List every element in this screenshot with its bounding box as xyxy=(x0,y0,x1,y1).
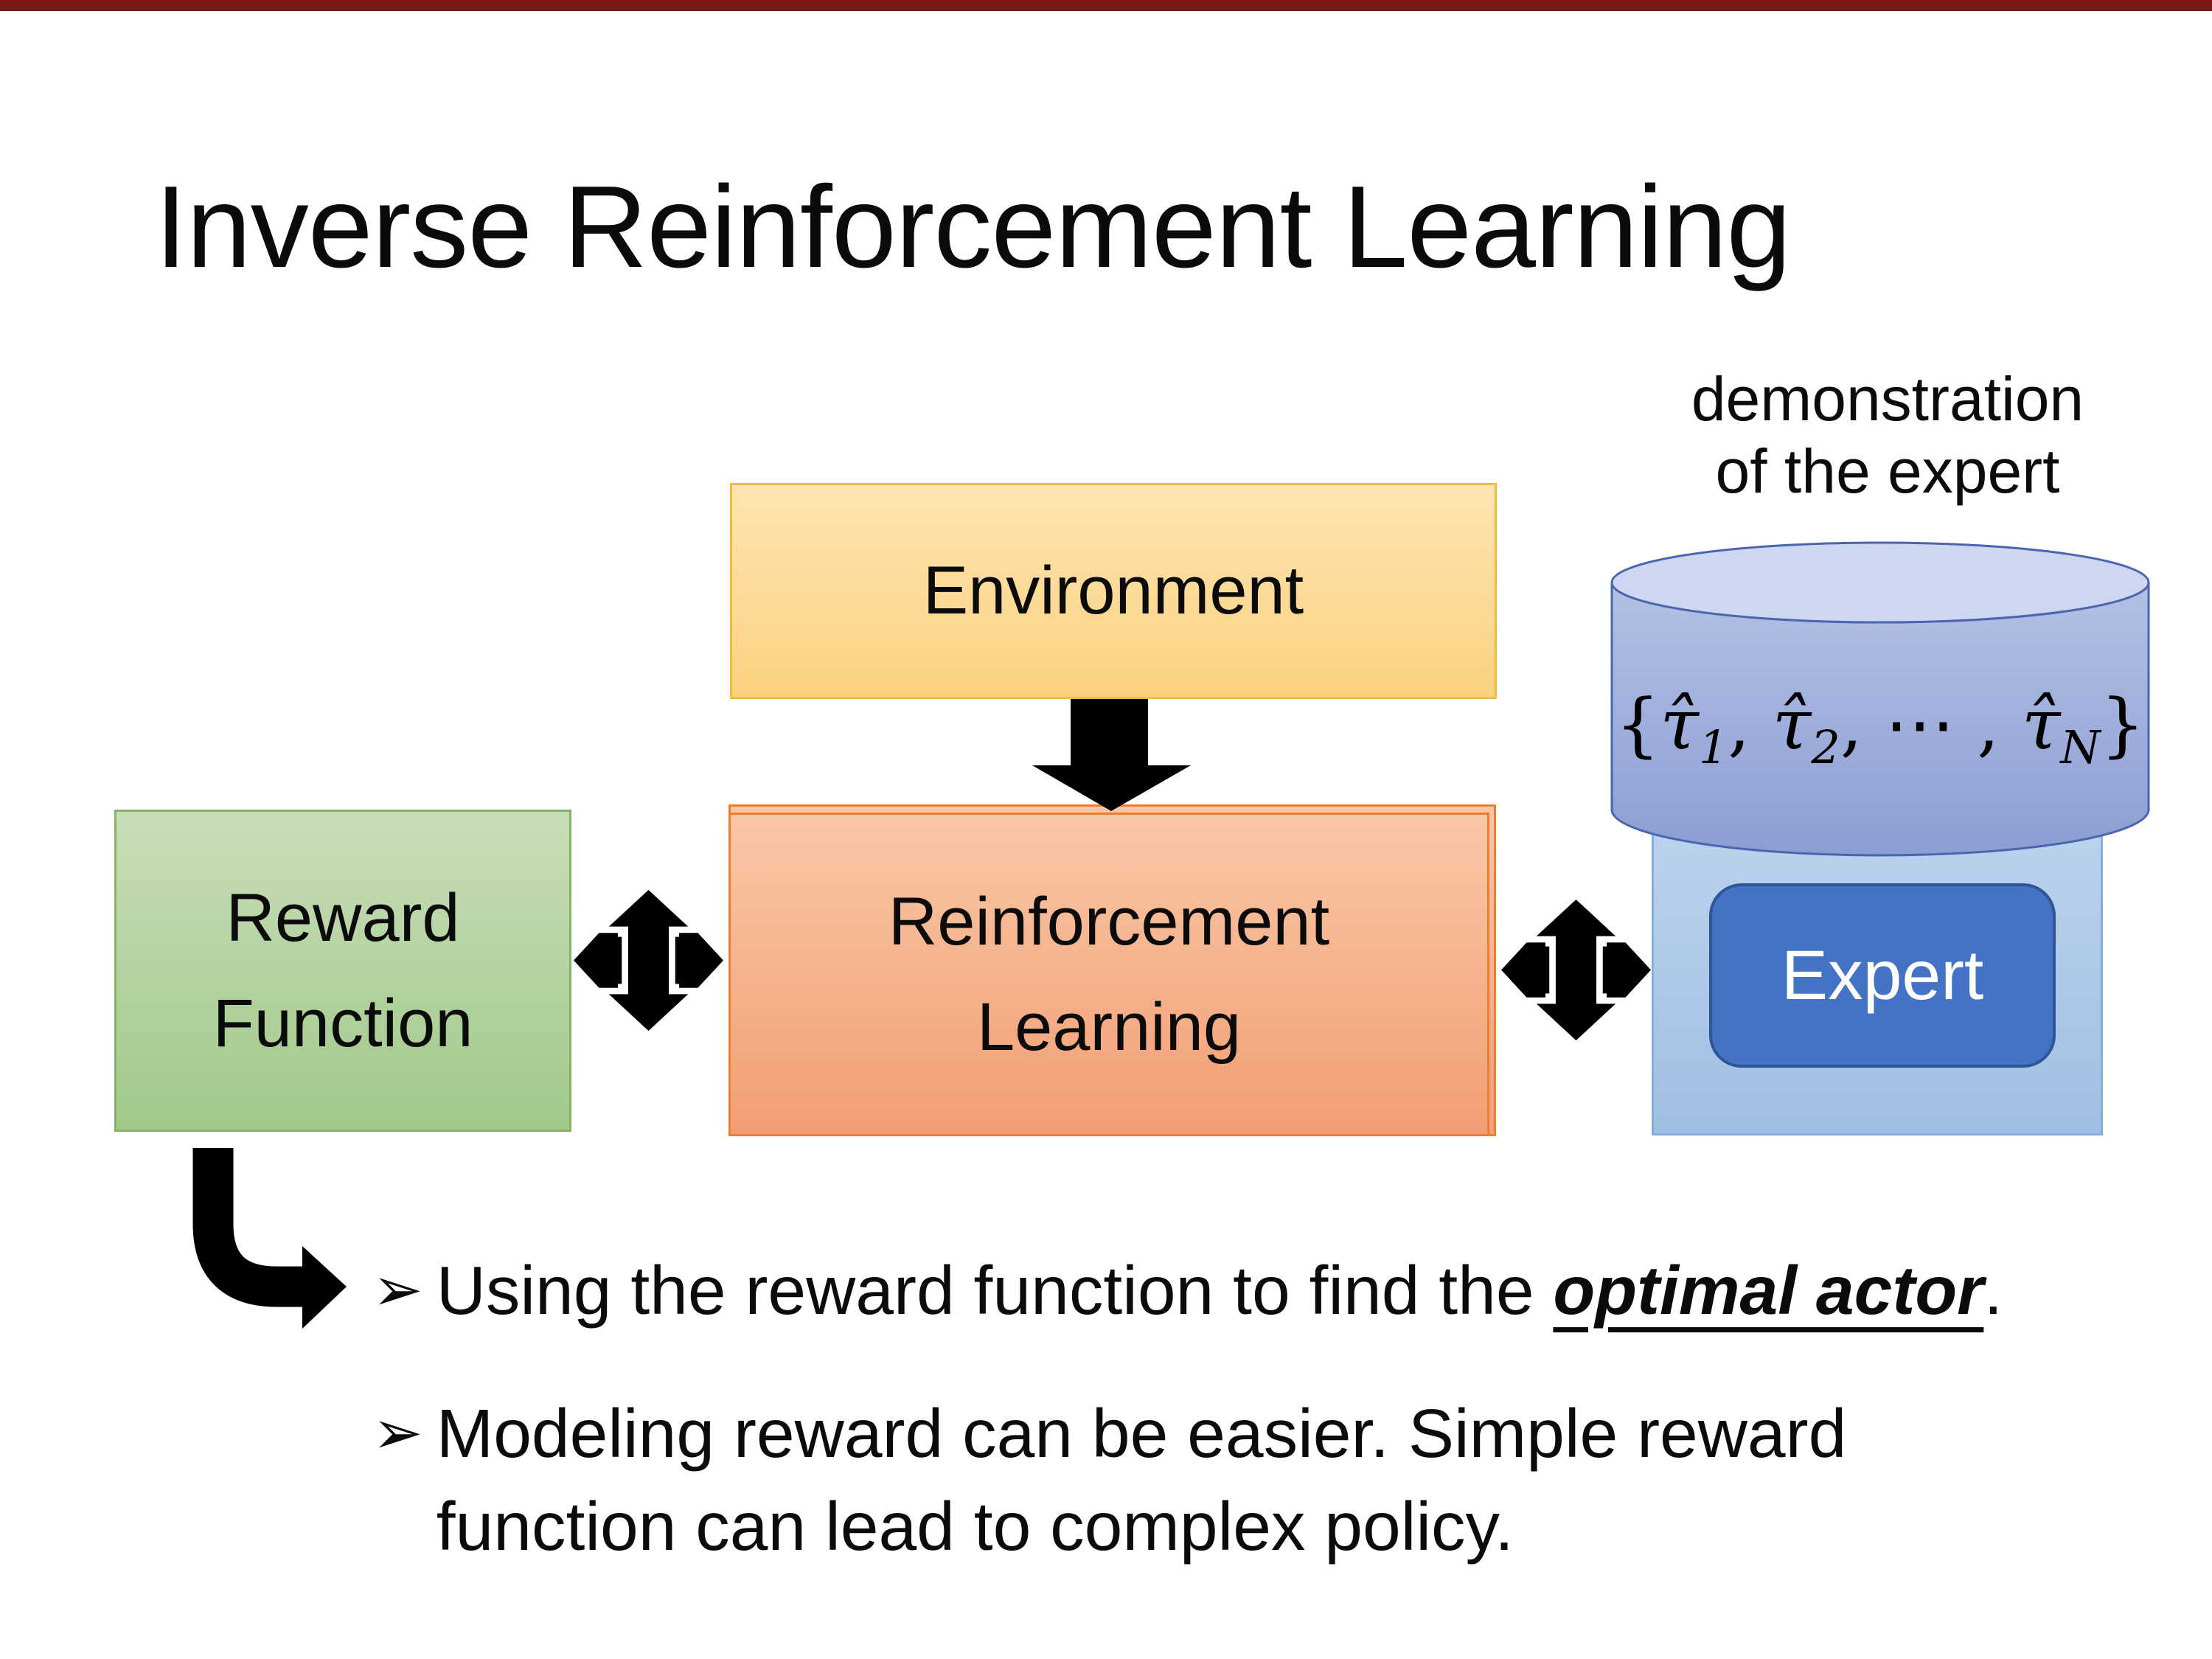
formula-subN: N xyxy=(2060,720,2101,774)
bullet-1-before: Using the reward function to find the xyxy=(436,1252,1554,1329)
top-red-bar xyxy=(0,0,2212,11)
expert-box: Expert xyxy=(1709,883,2056,1068)
formula-sub2: 2 xyxy=(1811,720,1840,774)
bent-arrow-icon xyxy=(192,1148,347,1329)
formula-tauN: τ̂ xyxy=(2021,684,2061,765)
environment-label: Environment xyxy=(922,553,1304,628)
bullet-item-1: ➢ Using the reward function to find the … xyxy=(372,1245,2142,1338)
bullet-2-line2: function can lead to complex policy. xyxy=(436,1487,1514,1565)
formula-open-brace: { xyxy=(1615,684,1660,765)
demonstration-cylinder-shape xyxy=(1610,541,2150,857)
reinforcement-learning-label-line2: Learning xyxy=(976,989,1242,1065)
expert-label: Expert xyxy=(1781,936,1984,1015)
double-arrow-left-icon xyxy=(574,885,723,1036)
reward-function-box: Reward Function xyxy=(114,810,571,1132)
down-arrow-icon xyxy=(1032,699,1191,811)
demonstration-label: demonstration of the expert xyxy=(1571,363,2205,508)
bullet-2-text: Modeling reward can be easier. Simple re… xyxy=(437,1388,1847,1573)
formula-close-brace: } xyxy=(2100,684,2146,765)
reward-function-label-line1: Reward xyxy=(226,880,460,956)
trajectory-set-formula: {τ̂1, τ̂2, ⋯ , τ̂N} xyxy=(1610,684,2151,771)
formula-tau2: τ̂ xyxy=(1772,684,1812,765)
bullet-arrow-icon: ➢ xyxy=(372,1256,423,1324)
bullet-1-text: Using the reward function to find the op… xyxy=(437,1245,2003,1338)
double-arrow-right-icon xyxy=(1501,894,1651,1046)
formula-sep2: , ⋯ , xyxy=(1840,684,2022,765)
formula-sep1: , xyxy=(1728,684,1773,765)
environment-box: Environment xyxy=(730,483,1497,699)
slide-title: Inverse Reinforcement Learning xyxy=(155,162,1791,292)
formula-sub1: 1 xyxy=(1698,720,1728,774)
bullet-1-after: . xyxy=(1983,1252,2003,1329)
bullet-2-line1: Modeling reward can be easier. Simple re… xyxy=(436,1395,1847,1472)
reward-function-label-line2: Function xyxy=(212,985,473,1061)
demonstration-label-line2: of the expert xyxy=(1715,437,2060,507)
formula-tau1: τ̂ xyxy=(1660,684,1699,765)
demonstration-label-line1: demonstration xyxy=(1691,364,2084,434)
reinforcement-learning-label-line1: Reinforcement xyxy=(888,883,1330,959)
reinforcement-learning-box: Reinforcement Learning xyxy=(728,813,1489,1136)
bullet-arrow-icon: ➢ xyxy=(372,1399,423,1467)
bullet-1-emphasis: optimal actor xyxy=(1553,1252,1984,1329)
bullet-item-2: ➢ Modeling reward can be easier. Simple … xyxy=(372,1388,2068,1573)
